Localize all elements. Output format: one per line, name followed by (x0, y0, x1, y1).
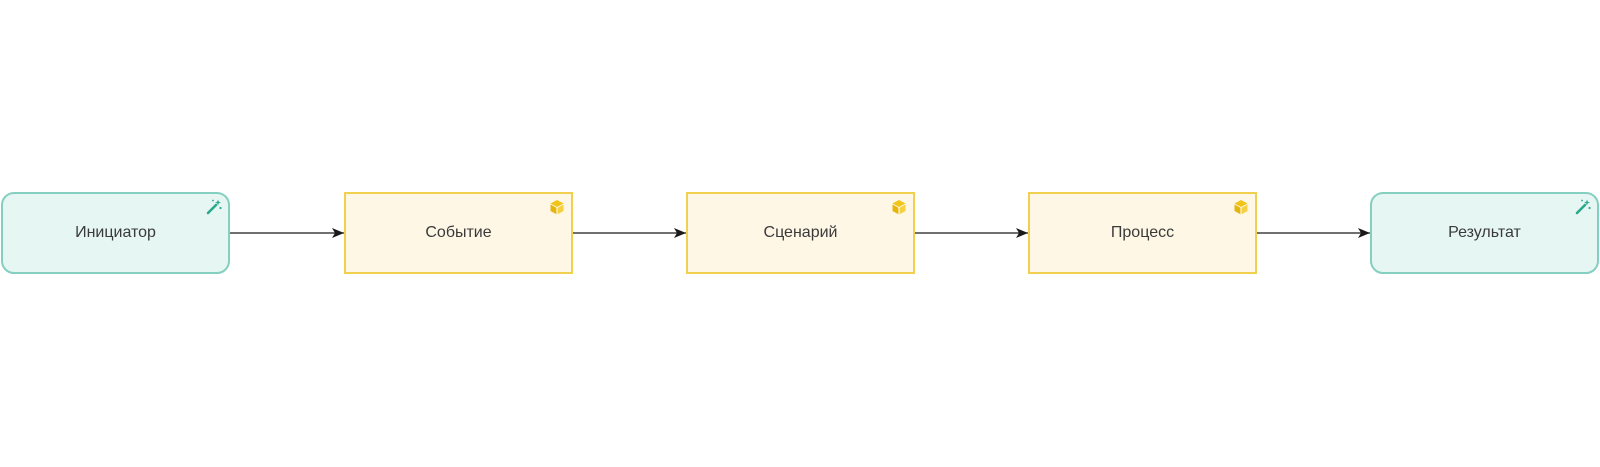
node-label: Инициатор (75, 224, 156, 241)
cube-icon (1232, 198, 1250, 216)
node-label: Событие (425, 224, 492, 241)
node-initiator[interactable]: Инициатор (1, 192, 230, 274)
node-event[interactable]: Событие (344, 192, 573, 274)
node-label: Результат (1448, 224, 1521, 241)
node-process[interactable]: Процесс (1028, 192, 1257, 274)
cube-icon (890, 198, 908, 216)
node-scenario[interactable]: Сценарий (686, 192, 915, 274)
magic-wand-icon (205, 198, 223, 216)
node-result[interactable]: Результат (1370, 192, 1599, 274)
node-label: Процесс (1110, 224, 1175, 241)
node-label: Сценарий (763, 224, 838, 241)
cube-icon (548, 198, 566, 216)
magic-wand-icon (1574, 198, 1592, 216)
